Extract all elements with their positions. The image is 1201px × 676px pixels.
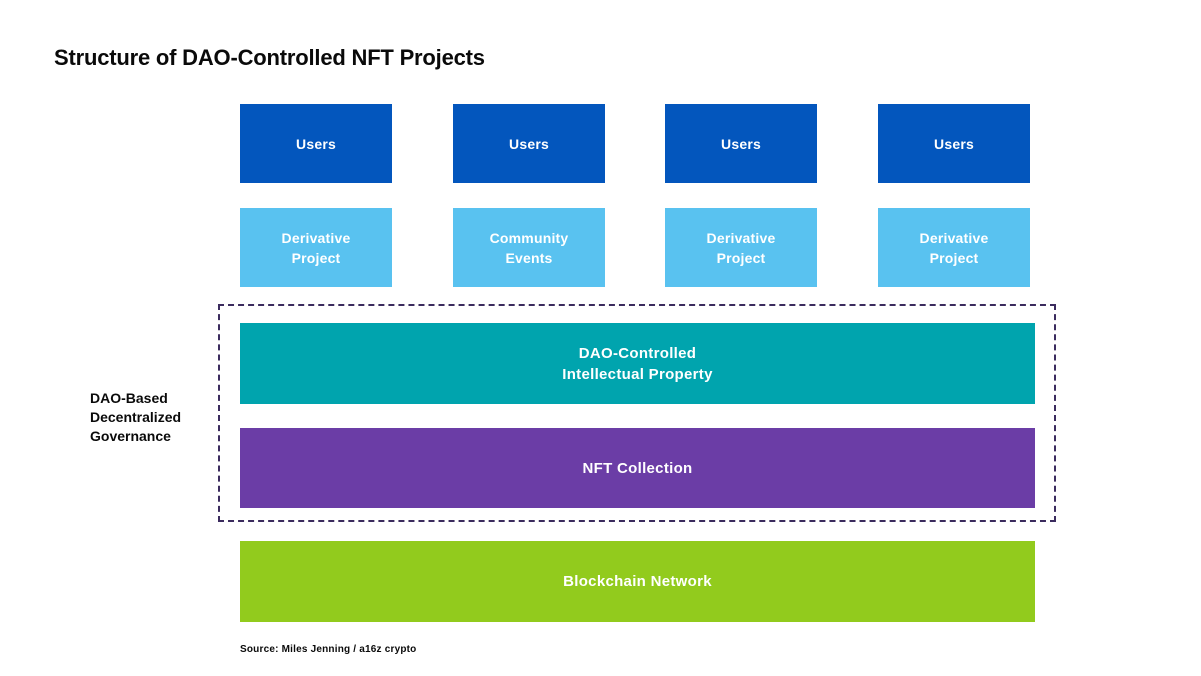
dao-controlled-ip-box: DAO-Controlled Intellectual Property (240, 323, 1035, 404)
source-attribution: Source: Miles Jenning / a16z crypto (240, 644, 417, 655)
derivative-project-box-1: Derivative Project (240, 208, 392, 287)
community-events-box: Community Events (453, 208, 605, 287)
derivative-project-box-3: Derivative Project (878, 208, 1030, 287)
users-box-2: Users (453, 104, 605, 183)
users-box-3: Users (665, 104, 817, 183)
users-box-1: Users (240, 104, 392, 183)
dao-controlled-ip-label: DAO-Controlled Intellectual Property (562, 344, 713, 383)
nft-collection-box: NFT Collection (240, 428, 1035, 508)
derivative-project-box-2: Derivative Project (665, 208, 817, 287)
dao-governance-region (218, 304, 1056, 522)
blockchain-network-label: Blockchain Network (563, 573, 712, 590)
page-title: Structure of DAO-Controlled NFT Projects (54, 45, 485, 70)
governance-side-label: DAO-Based Decentralized Governance (90, 390, 182, 444)
blockchain-network-box: Blockchain Network (240, 541, 1035, 622)
users-box-4: Users (878, 104, 1030, 183)
nft-collection-label: NFT Collection (582, 459, 693, 477)
